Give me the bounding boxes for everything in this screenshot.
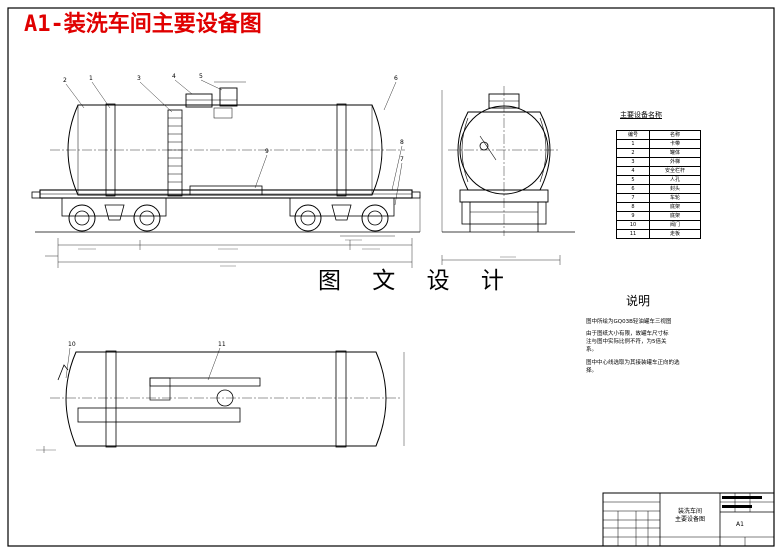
callout-11: 11	[218, 341, 226, 348]
row-name: 人孔	[649, 175, 701, 185]
title-block-sheet: A1	[736, 521, 744, 528]
row-number: 7	[616, 193, 650, 203]
bogie-right	[289, 197, 395, 232]
notes-heading: 说明	[626, 294, 651, 308]
row-name: 底架	[649, 211, 701, 221]
equipment-table-header: 编号 名称	[616, 130, 701, 140]
side-view	[31, 79, 421, 268]
callout-8: 8	[400, 139, 404, 146]
top-view	[36, 347, 405, 453]
row-name: 车轮	[649, 193, 701, 203]
bogie-left	[61, 197, 167, 232]
row-number: 6	[616, 184, 650, 194]
callout-3: 3	[137, 75, 141, 82]
ladder	[167, 109, 183, 197]
row-name: 外梯	[649, 157, 701, 167]
manhole-dome	[185, 93, 213, 108]
header-number: 编号	[616, 130, 650, 140]
row-name: 走板	[649, 229, 701, 239]
row-number: 8	[616, 202, 650, 212]
callout-5: 5	[199, 73, 203, 80]
note-line: 择。	[586, 368, 598, 374]
row-number: 4	[616, 166, 650, 176]
callout-6: 6	[394, 75, 398, 82]
end-view	[441, 86, 575, 265]
row-name: 底架	[649, 202, 701, 212]
callout-7: 7	[400, 156, 404, 163]
row-name: 阀门	[649, 220, 701, 230]
row-name: 罐体	[649, 148, 701, 158]
title-block	[602, 492, 775, 547]
callout-4: 4	[172, 73, 176, 80]
watermark-text: 图 文 设 计	[318, 268, 516, 294]
row-number: 3	[616, 157, 650, 167]
callout-2: 2	[63, 77, 67, 84]
sheet-border	[7, 7, 775, 547]
row-name: 安全栏杆	[649, 166, 701, 176]
row-number: 10	[616, 220, 650, 230]
note-line: 注与图中实际比例不符，为5倍关	[586, 339, 667, 345]
callout-9: 9	[265, 148, 269, 155]
note-line: 由于图纸大小有限，故罐车尺寸标	[586, 331, 669, 337]
row-number: 2	[616, 148, 650, 158]
tank-body-top	[65, 351, 387, 447]
callout-10: 10	[68, 341, 76, 348]
row-name: 封头	[649, 184, 701, 194]
note-line: 图中中心线选取为其接装罐车正向的选	[586, 360, 680, 366]
title-block-name: 装洗车间 主要设备图	[660, 508, 720, 524]
callout-1: 1	[89, 75, 93, 82]
row-number: 9	[616, 211, 650, 221]
row-name: 卡带	[649, 139, 701, 149]
row-number: 11	[616, 229, 650, 239]
title-block-name-line1: 装洗车间	[677, 508, 702, 515]
title-block-name-line2: 主要设备图	[674, 516, 705, 523]
row-number: 5	[616, 175, 650, 185]
drawing-title: A1-装洗车间主要设备图	[24, 12, 262, 37]
note-line: 系。	[586, 347, 598, 353]
row-number: 1	[616, 139, 650, 149]
header-name: 名称	[649, 130, 701, 140]
walkway-top	[149, 377, 261, 387]
equipment-list-heading: 主要设备名称	[620, 111, 662, 119]
note-line: 图中所绘为GQ03B轻油罐车三视图	[586, 319, 672, 325]
